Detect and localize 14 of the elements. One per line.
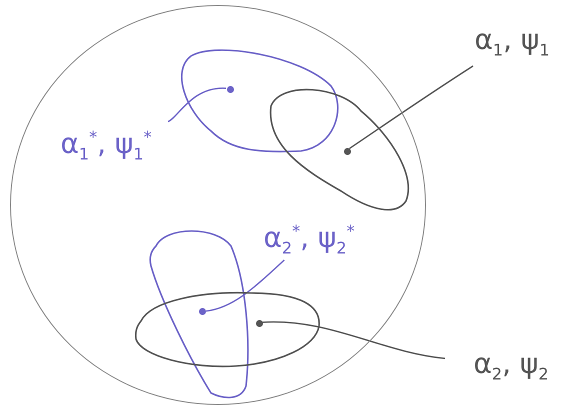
closed-curve bbox=[134, 292, 320, 368]
leader-line bbox=[168, 88, 226, 122]
circle-outline bbox=[10, 5, 426, 405]
leader-line bbox=[206, 259, 285, 312]
closed-curve bbox=[180, 49, 338, 152]
dot bbox=[344, 148, 351, 155]
parameter-label: α$_{1}$, ψ$_{1}$ bbox=[450, 16, 574, 66]
closed-curve bbox=[270, 88, 410, 210]
leader-line bbox=[349, 65, 474, 150]
closed-curve bbox=[149, 230, 249, 398]
dot bbox=[256, 320, 263, 327]
parameter-label: α$_{2}$, ψ$_{2}$ bbox=[445, 340, 577, 390]
dot bbox=[199, 308, 206, 315]
dot bbox=[227, 86, 234, 93]
